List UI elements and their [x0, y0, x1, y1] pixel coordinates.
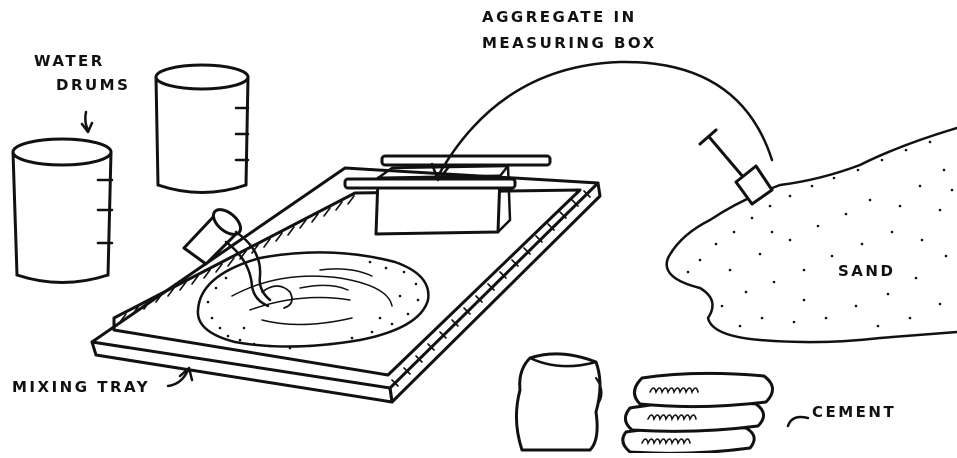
water-drums-label-line2: DRUMS	[56, 78, 130, 93]
cement-open-bag	[516, 354, 601, 450]
cement-label: CEMENT	[812, 405, 896, 420]
water-drum-front	[13, 139, 112, 283]
aggregate-label-line2: MEASURING BOX	[482, 36, 657, 51]
cement-bag-stack	[623, 373, 773, 453]
mixing-tray-label: MIXING TRAY	[12, 380, 150, 395]
water-drum-back	[156, 65, 248, 193]
aggregate-label-line1: AGGREGATE IN	[482, 10, 637, 25]
water-drums-label-line1: WATER	[34, 54, 105, 69]
sand-label: SAND	[838, 264, 895, 279]
shovel	[700, 130, 772, 204]
sand-heap	[667, 128, 957, 342]
cement-pointer	[788, 417, 808, 426]
